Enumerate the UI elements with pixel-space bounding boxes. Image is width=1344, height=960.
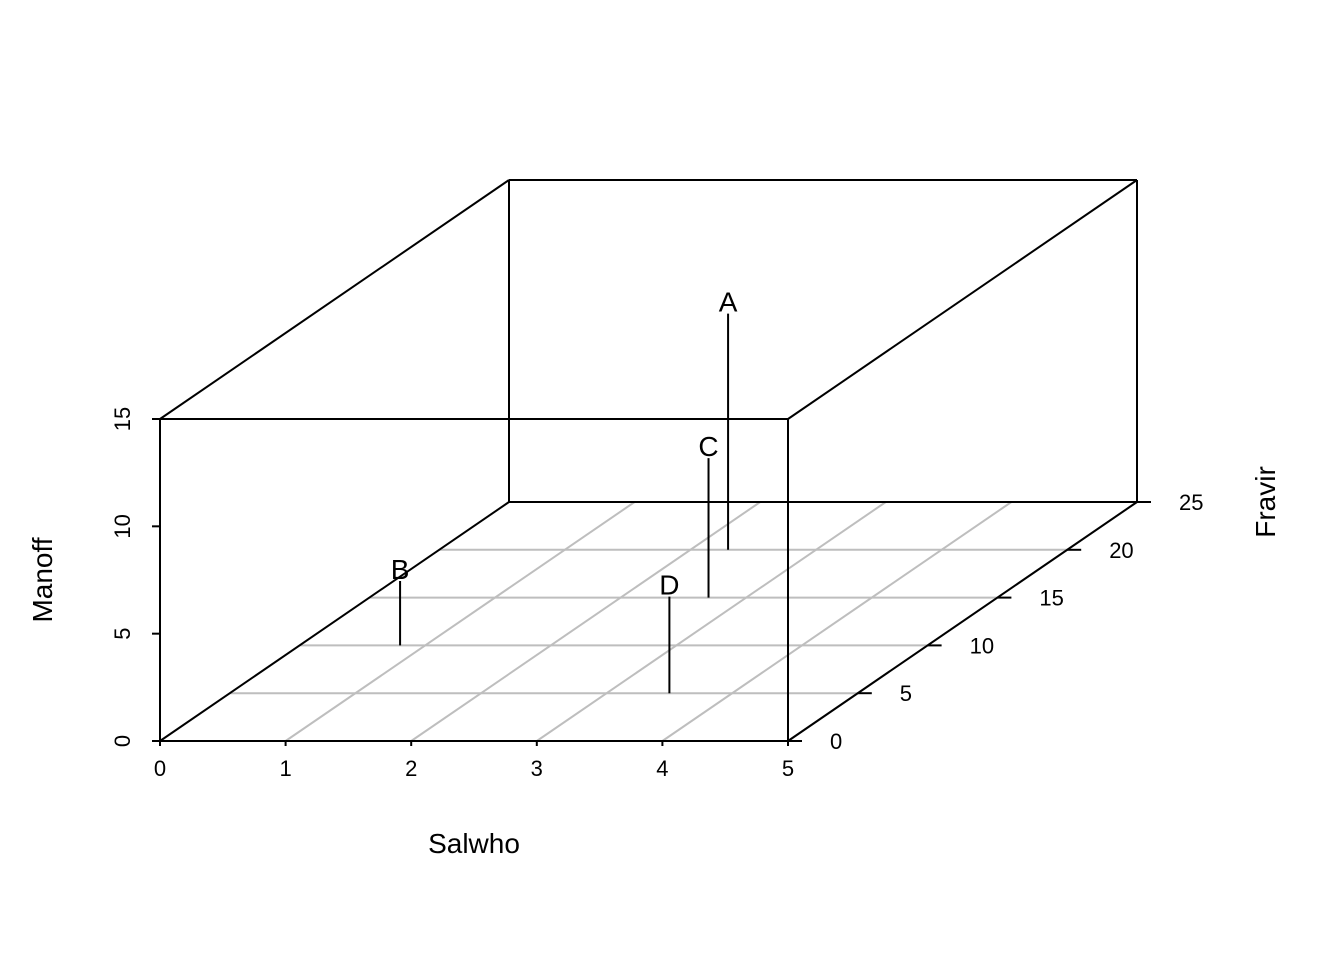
box-edge: [159, 501, 510, 742]
y-tick-label: 15: [1039, 586, 1063, 611]
grid-line-x: [536, 501, 887, 742]
z-tick-label: 0: [110, 735, 135, 747]
box-edge: [787, 179, 1138, 420]
x-axis-title: Salwho: [428, 828, 520, 859]
y-axis-title: Fravir: [1250, 466, 1281, 538]
x-tick-label: 1: [279, 756, 291, 781]
point-label-c: C: [698, 431, 718, 462]
point-label-d: D: [659, 570, 679, 601]
y-tick-label: 10: [970, 633, 994, 658]
grid-line-x: [661, 501, 1012, 742]
point-label-a: A: [719, 287, 738, 318]
box-edge: [787, 501, 1138, 742]
axis-ticks: 0 1 2 3 4 5 0 5 10 15 20 25 0 5 10 15: [110, 407, 1203, 781]
x-tick-label: 4: [656, 756, 668, 781]
y-tick-label: 0: [830, 729, 842, 754]
y-tick-label: 25: [1179, 490, 1203, 515]
x-tick-label: 2: [405, 756, 417, 781]
grid-line-x: [410, 501, 761, 742]
point-label-b: B: [391, 554, 410, 585]
data-points: A B C D: [391, 287, 738, 694]
x-tick-label: 5: [782, 756, 794, 781]
z-tick-label: 5: [110, 628, 135, 640]
x-tick-label: 0: [154, 756, 166, 781]
axes-box: [159, 179, 1138, 742]
z-tick-label: 15: [110, 407, 135, 431]
base-plane-grid: [229, 501, 1138, 742]
x-tick-label: 3: [531, 756, 543, 781]
y-tick-label: 5: [900, 681, 912, 706]
z-axis-title: Manoff: [27, 537, 58, 622]
z-tick-label: 10: [110, 514, 135, 538]
grid-line-x: [285, 501, 636, 742]
y-tick-label: 20: [1109, 538, 1133, 563]
box-edge: [159, 179, 510, 420]
